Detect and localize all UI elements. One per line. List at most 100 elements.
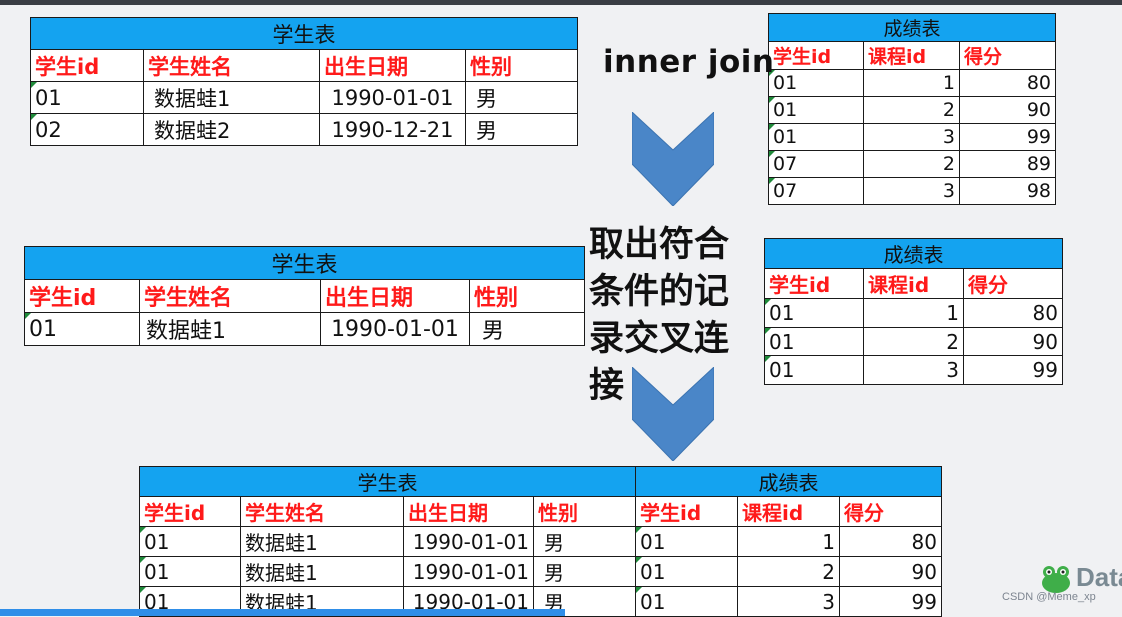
- filtered-score-table: 成绩表 学生id 课程id 得分 01 1 80 01 2 90 01 3 99: [764, 238, 1063, 385]
- cell: 数据蛙1: [143, 81, 320, 114]
- cell: 99: [958, 123, 1057, 151]
- cell: 90: [839, 556, 942, 587]
- filtered-student-table: 学生表 学生id 学生姓名 出生日期 性别 01 数据蛙1 1990-01-01…: [23, 246, 586, 346]
- table-row: 01 2 90: [764, 327, 1063, 356]
- cell: 3: [863, 355, 964, 385]
- header-cell: 学生姓名: [139, 279, 321, 313]
- logo: Data: [1040, 562, 1122, 596]
- header-cell: 学生id: [139, 496, 241, 527]
- table-row: 01 3 99: [768, 123, 1057, 151]
- score-table: 成绩表 学生id 课程id 得分 01 1 80 01 2 90 01 3 99…: [767, 13, 1057, 205]
- cell: 01: [764, 298, 864, 328]
- header-cell: 课程id: [737, 496, 840, 527]
- cell: 1: [863, 298, 964, 328]
- cell: 02: [30, 113, 144, 146]
- cell: 1: [737, 526, 840, 557]
- cell: 2: [863, 96, 960, 124]
- header-cell: 性别: [533, 496, 636, 527]
- header-cell: 得分: [958, 41, 1057, 70]
- cell: 80: [963, 298, 1063, 328]
- cell: 01: [635, 526, 738, 557]
- cell: 89: [958, 150, 1057, 178]
- cell: 数据蛙1: [240, 526, 404, 557]
- description-text: 取出符合条件的记录交叉连接: [589, 225, 730, 406]
- cell: 01: [768, 69, 864, 97]
- table-title: 成绩表: [767, 13, 1057, 42]
- table-row: 01 数据蛙1 1990-01-01 男 01 1 80: [139, 526, 942, 557]
- watermark: CSDN @Meme_xp: [1002, 591, 1096, 603]
- cell: 01: [768, 123, 864, 151]
- cell: 90: [963, 327, 1063, 356]
- header-cell: 课程id: [863, 41, 960, 70]
- header-cell: 学生id: [24, 279, 140, 313]
- cell: 男: [533, 526, 636, 557]
- cell: 01: [30, 81, 144, 114]
- result-table: 学生表 成绩表 学生id 学生姓名 出生日期 性别 学生id 课程id 得分 0…: [139, 466, 942, 617]
- cell: 01: [24, 312, 140, 346]
- cell: 99: [839, 586, 942, 617]
- cell: 2: [863, 327, 964, 356]
- cell: 3: [863, 177, 960, 205]
- table-row: 01 1 80: [768, 69, 1057, 97]
- cell: 80: [839, 526, 942, 557]
- header-cell: 出生日期: [319, 49, 466, 82]
- table-title: 学生表: [30, 17, 578, 50]
- header-cell: 学生id: [764, 268, 864, 299]
- table-title: 成绩表: [764, 238, 1063, 269]
- cell: 80: [958, 69, 1057, 97]
- logo-text: Data: [1076, 562, 1122, 592]
- join-label: inner join: [603, 44, 775, 80]
- cell: 男: [533, 556, 636, 587]
- header-cell: 学生id: [768, 41, 864, 70]
- cell: 1: [863, 69, 960, 97]
- cell: 男: [468, 312, 586, 346]
- cell: 数据蛙2: [143, 113, 320, 146]
- progress-bar: [0, 609, 565, 616]
- cell: 01: [635, 556, 738, 587]
- cell: 01: [139, 556, 241, 587]
- cell: 90: [958, 96, 1057, 124]
- cell: 01: [635, 586, 738, 617]
- header-cell: 性别: [468, 279, 586, 313]
- header-cell: 学生id: [30, 49, 144, 82]
- header-cell: 得分: [839, 496, 942, 527]
- cell: 01: [768, 96, 864, 124]
- table-row: 01 数据蛙1 1990-01-01 男 01 2 90: [139, 556, 942, 587]
- header-cell: 学生姓名: [240, 496, 404, 527]
- chevron-down-icon: [632, 367, 714, 461]
- student-table: 学生表 学生id 学生姓名 出生日期 性别 01 数据蛙1 1990-01-01…: [30, 17, 578, 146]
- chevron-down-icon: [632, 112, 714, 206]
- header-cell: 学生id: [635, 496, 738, 527]
- cell: 男: [465, 113, 578, 146]
- cell: 99: [963, 355, 1063, 385]
- table-row: 01 3 99: [764, 355, 1063, 385]
- header-cell: 学生姓名: [143, 49, 320, 82]
- table-row: 01 数据蛙1 1990-01-01 男: [30, 81, 578, 114]
- cell: 1990-01-01: [319, 81, 466, 114]
- cell: 2: [863, 150, 960, 178]
- table-title: 学生表: [23, 246, 586, 280]
- table-title: 成绩表: [635, 466, 942, 497]
- table-row: 02 数据蛙2 1990-12-21 男: [30, 113, 578, 146]
- cell: 98: [958, 177, 1057, 205]
- header-cell: 性别: [465, 49, 578, 82]
- cell: 1990-01-01: [403, 556, 534, 587]
- cell: 1990-01-01: [320, 312, 470, 346]
- table-row: 07 3 98: [768, 177, 1057, 205]
- header-cell: 出生日期: [320, 279, 470, 313]
- table-title: 学生表: [139, 466, 636, 497]
- cell: 数据蛙1: [240, 556, 404, 587]
- frog-logo-icon: [1042, 566, 1070, 593]
- cell: 07: [768, 177, 864, 205]
- cell: 男: [465, 81, 578, 114]
- cell: 01: [764, 355, 864, 385]
- top-bar: [0, 0, 1122, 5]
- table-row: 01 数据蛙1 1990-01-01 男: [24, 312, 586, 346]
- cell: 1990-12-21: [319, 113, 466, 146]
- table-row: 01 2 90: [768, 96, 1057, 124]
- cell: 1990-01-01: [403, 526, 534, 557]
- cell: 3: [737, 586, 840, 617]
- header-cell: 课程id: [863, 268, 964, 299]
- cell: 3: [863, 123, 960, 151]
- table-row: 07 2 89: [768, 150, 1057, 178]
